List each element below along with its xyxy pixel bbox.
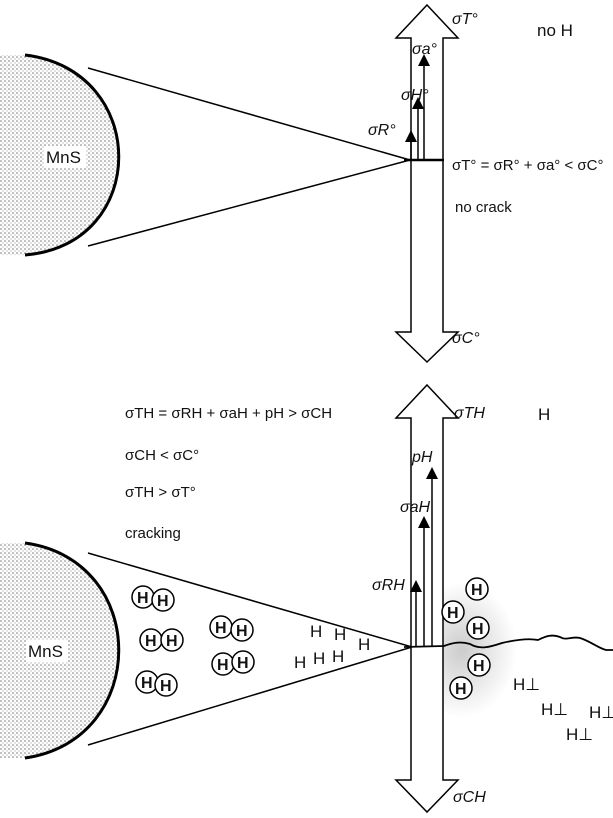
h-at-dislocation: H⊥ bbox=[513, 675, 540, 694]
crack-wedge-upper-bottom bbox=[87, 552, 413, 648]
h-atom: H bbox=[310, 622, 322, 641]
equation-top: σT° = σR° + σa° < σC° bbox=[452, 157, 603, 174]
h-atom-circle: H bbox=[465, 577, 489, 601]
svg-text:H: H bbox=[166, 633, 178, 650]
crack-wedge-lower-bottom bbox=[87, 646, 413, 746]
h-atom: H bbox=[294, 653, 306, 672]
top-panel: MnS σT° no H σa° σH° σR° σT° = σR° + σa°… bbox=[0, 3, 603, 364]
propagating-crack bbox=[403, 634, 613, 651]
h2-molecule: H H bbox=[139, 628, 184, 652]
svg-text:H: H bbox=[141, 675, 153, 692]
h-at-dislocation: H⊥ bbox=[541, 700, 568, 719]
svg-text:H: H bbox=[137, 590, 149, 607]
svg-text:H: H bbox=[236, 623, 248, 640]
stress-double-arrow-top bbox=[394, 3, 460, 364]
h2-molecule: H H bbox=[211, 650, 255, 676]
stress-double-arrow-bottom bbox=[394, 383, 460, 814]
sigma-a-label-top: σa° bbox=[412, 41, 438, 58]
mns-label-bottom: MnS bbox=[28, 642, 63, 661]
h-atom: H bbox=[358, 635, 370, 654]
sigma-a-label-bottom: σaH bbox=[400, 499, 431, 516]
mns-boundary-bottom bbox=[24, 541, 121, 760]
svg-text:H: H bbox=[471, 582, 483, 599]
h2-molecule: H H bbox=[131, 585, 175, 612]
sigma-r-label-bottom: σRH bbox=[372, 577, 405, 594]
h-condition-label: H bbox=[538, 405, 550, 424]
h2-molecule: H H bbox=[135, 670, 178, 697]
sigma-r-label-top: σR° bbox=[368, 122, 396, 139]
svg-text:H: H bbox=[217, 657, 229, 674]
h-at-dislocation: H⊥ bbox=[566, 725, 593, 744]
no-crack-label: no crack bbox=[455, 199, 512, 216]
crack-wedge-lower-top bbox=[87, 159, 411, 247]
h-atom: H bbox=[332, 647, 344, 666]
svg-text:H: H bbox=[157, 593, 169, 610]
equation-bottom-2: σCH < σC° bbox=[125, 447, 199, 464]
bottom-panel: σTH = σRH + σaH + pH > σCH σCH < σC° σTH… bbox=[0, 383, 613, 814]
mns-boundary-top bbox=[24, 53, 121, 257]
sigma-t-label-bottom: σTH bbox=[454, 405, 485, 422]
h-atom-circle: H bbox=[441, 600, 465, 624]
svg-text:H: H bbox=[473, 658, 485, 675]
p-h-label: pH bbox=[411, 449, 433, 466]
svg-text:H: H bbox=[215, 620, 227, 637]
svg-text:H: H bbox=[160, 678, 172, 695]
svg-text:H: H bbox=[455, 681, 467, 698]
svg-text:H: H bbox=[447, 605, 459, 622]
equation-bottom-3: σTH > σT° bbox=[125, 484, 196, 501]
equation-bottom-1: σTH = σRH + σaH + pH > σCH bbox=[125, 405, 332, 422]
cracking-label: cracking bbox=[125, 525, 181, 542]
sigma-t-label-top: σT° bbox=[452, 11, 478, 28]
mns-label-top: MnS bbox=[46, 148, 81, 167]
crack-wedge-upper-top bbox=[87, 67, 411, 161]
no-h-label: no H bbox=[537, 21, 573, 40]
h-atom: H bbox=[334, 625, 346, 644]
h-at-dislocation: H⊥ bbox=[589, 703, 613, 722]
sigma-c-label-top: σC° bbox=[452, 330, 480, 347]
h-atom: H bbox=[313, 649, 325, 668]
svg-text:H: H bbox=[237, 655, 249, 672]
sigma-h-label-top: σH° bbox=[401, 87, 429, 104]
sigma-c-label-bottom: σCH bbox=[453, 789, 486, 806]
svg-text:H: H bbox=[145, 633, 157, 650]
svg-text:H: H bbox=[472, 621, 484, 638]
h-atom-circle: H bbox=[449, 676, 473, 700]
h2-molecule: H H bbox=[209, 615, 254, 642]
h-atom-circle: H bbox=[467, 653, 491, 677]
h-atom-circle: H bbox=[466, 616, 490, 640]
